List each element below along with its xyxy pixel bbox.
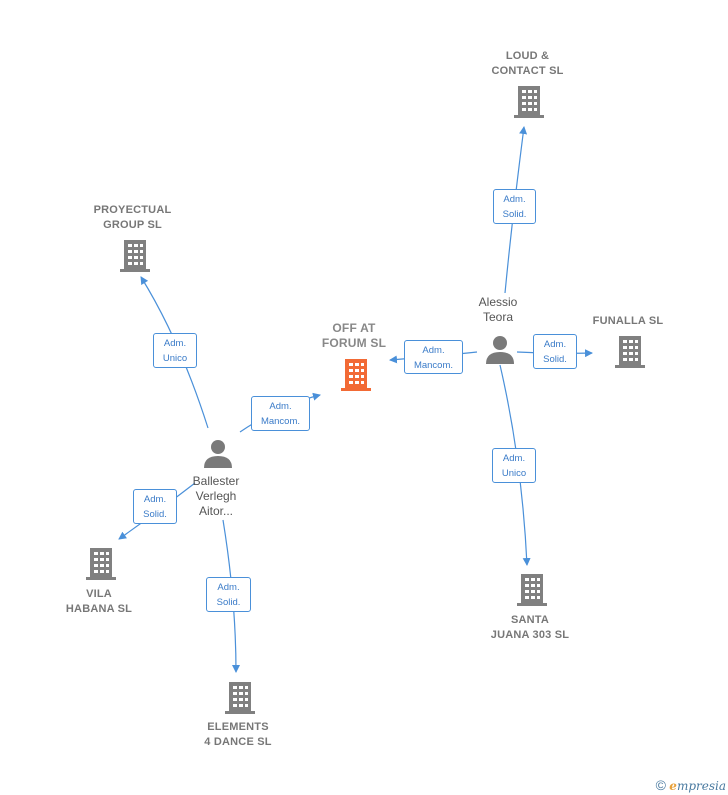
person-label-alessio[interactable]: Alessio Teora — [478, 295, 518, 324]
company-label-vila-habana[interactable]: VILA HABANA SL — [65, 588, 133, 615]
empresia-watermark: © empresia — [656, 777, 726, 793]
company-label-elements[interactable]: ELEMENTS 4 DANCE SL — [204, 721, 272, 748]
building-icon-funalla — [615, 336, 645, 368]
person-icon-alessio — [486, 336, 514, 364]
role-badge-ballester-proyectual: Adm. Unico — [153, 333, 197, 368]
building-icon-off-at-forum — [341, 359, 371, 391]
role-badge-alessio-loud: Adm. Solid. — [493, 189, 536, 224]
role-badge-ballester-vila: Adm. Solid. — [133, 489, 177, 524]
brand-initial: e — [669, 779, 677, 793]
copyright-symbol: © — [655, 777, 666, 793]
brand-name: empresia — [669, 779, 726, 793]
company-label-loud-contact[interactable]: LOUD & CONTACT SL — [491, 50, 564, 77]
role-badge-alessio-funalla: Adm. Solid. — [533, 334, 577, 369]
role-badge-ballester-off: Adm. Mancom. — [251, 396, 310, 431]
company-label-funalla[interactable]: FUNALLA SL — [592, 315, 664, 327]
brand-rest: mpresia — [676, 779, 726, 793]
person-icon-ballester — [204, 440, 232, 468]
role-badge-ballester-elements: Adm. Solid. — [206, 577, 251, 612]
building-icon-vila-habana — [86, 548, 116, 580]
role-badge-alessio-off: Adm. Mancom. — [404, 340, 463, 374]
company-label-proyectual[interactable]: PROYECTUAL GROUP SL — [93, 204, 172, 231]
building-icon-santa-juana — [517, 574, 547, 606]
building-icon-proyectual — [120, 240, 150, 272]
role-badge-alessio-santa: Adm. Unico — [492, 448, 536, 483]
company-label-santa-juana[interactable]: SANTA JUANA 303 SL — [490, 614, 570, 641]
person-label-ballester[interactable]: Ballester Verlegh Aitor... — [192, 474, 240, 518]
company-label-off-at-forum[interactable]: OFF AT FORUM SL — [321, 321, 387, 350]
building-icon-elements — [225, 682, 255, 714]
building-icon-loud-contact — [514, 86, 544, 118]
